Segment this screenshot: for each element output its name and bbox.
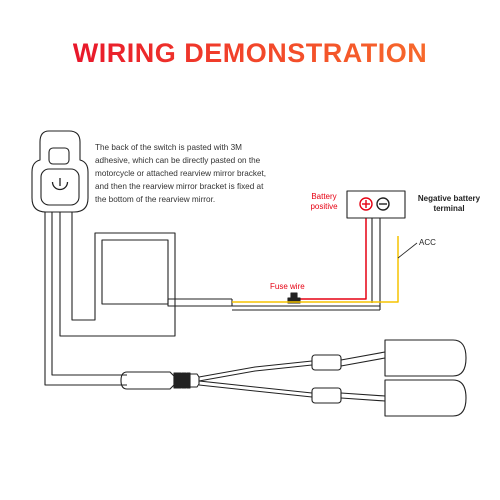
switch-cables: [44, 212, 176, 386]
power-cable: [167, 218, 381, 311]
connector: [120, 371, 200, 390]
wire-sleeves: [311, 354, 342, 404]
battery: [346, 190, 406, 219]
light-lower: [384, 379, 467, 417]
page-title: WIRING DEMONSTRATION: [72, 38, 428, 68]
split-wires: [198, 351, 386, 402]
fuse-wire-label: Fuse wire: [270, 282, 305, 291]
acc-label: ACC: [419, 238, 436, 247]
battery-positive-label: Battery positive: [310, 192, 338, 211]
negative-terminal-label: Negative battery terminal: [417, 194, 481, 213]
positive-terminal-icon: [359, 197, 373, 211]
light-upper: [384, 339, 467, 377]
acc-wire: [232, 236, 399, 303]
switch-mounting-note: The back of the switch is pasted with 3M…: [95, 143, 267, 204]
negative-terminal-icon: [376, 197, 390, 211]
switch-housing: [31, 130, 89, 213]
power-icon: [51, 178, 69, 191]
fuse: [287, 292, 301, 304]
positive-wire: [304, 218, 367, 300]
